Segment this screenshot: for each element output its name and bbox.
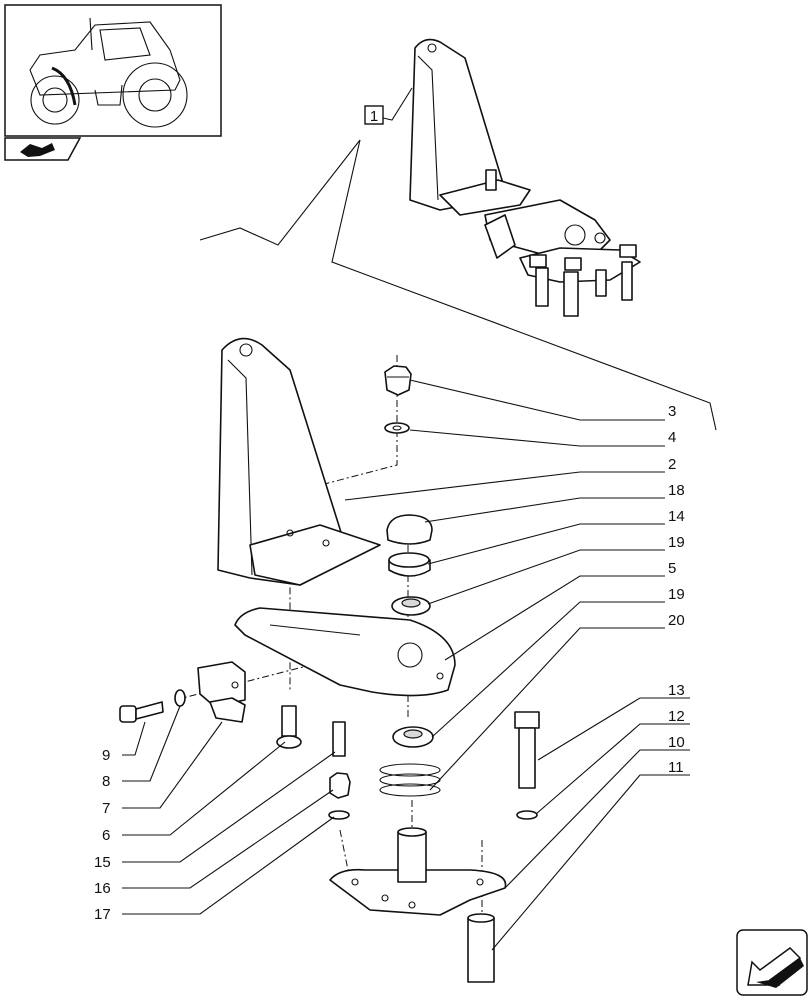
part-19-bearing-lower [392, 726, 434, 748]
callout-18: 18 [668, 482, 685, 499]
part-15-stud [332, 721, 346, 757]
callout-11: 11 [668, 759, 684, 776]
part-4-washer [384, 422, 410, 434]
tractor-thumbnail-icon[interactable] [4, 4, 222, 137]
callout-20: 20 [668, 612, 685, 629]
part-7-clamp [197, 661, 246, 723]
part-11-sleeve [467, 913, 495, 983]
part-18-cap [386, 514, 433, 545]
next-page-arrow-icon[interactable] [736, 929, 808, 996]
callout-10: 10 [668, 734, 685, 751]
part-2-bracket [217, 337, 381, 586]
callout-3: 3 [668, 403, 676, 420]
callout-7: 7 [102, 800, 110, 817]
part-13-bolt [514, 711, 540, 789]
base-plate-with-post [329, 827, 507, 916]
callout-19-lower: 19 [668, 586, 685, 603]
section-book-icon[interactable] [4, 137, 82, 161]
part-20-spring [379, 763, 441, 797]
part-6-bolt [276, 705, 302, 749]
assembled-view [409, 38, 641, 317]
part-9-bolt [119, 701, 164, 723]
callout-15: 15 [94, 854, 111, 871]
callout-2: 2 [668, 456, 676, 473]
callout-5: 5 [668, 560, 676, 577]
callout-16: 16 [94, 880, 111, 897]
callout-4: 4 [668, 429, 676, 446]
callout-19-upper: 19 [668, 534, 685, 551]
part-19-bearing-upper [391, 596, 431, 616]
callout-14: 14 [668, 508, 685, 525]
callout-13: 13 [668, 682, 685, 699]
part-3-nut [384, 365, 412, 396]
part-5-plate [234, 607, 456, 697]
assembly-ref-label: 1 [370, 108, 378, 125]
assembly-ref-box: 1 [199, 87, 717, 431]
part-16-nut [329, 772, 351, 799]
callout-17: 17 [94, 906, 111, 923]
part-8-washer [174, 689, 186, 707]
part-14-bushing [388, 552, 431, 577]
callout-8: 8 [102, 773, 110, 790]
part-12-washer [516, 810, 538, 820]
callout-9: 9 [102, 747, 110, 764]
leader-lines [122, 379, 690, 951]
callout-labels: 3 4 2 18 14 19 5 19 20 13 12 10 11 9 8 7… [94, 403, 685, 923]
callout-12: 12 [668, 708, 685, 725]
callout-6: 6 [102, 827, 110, 844]
